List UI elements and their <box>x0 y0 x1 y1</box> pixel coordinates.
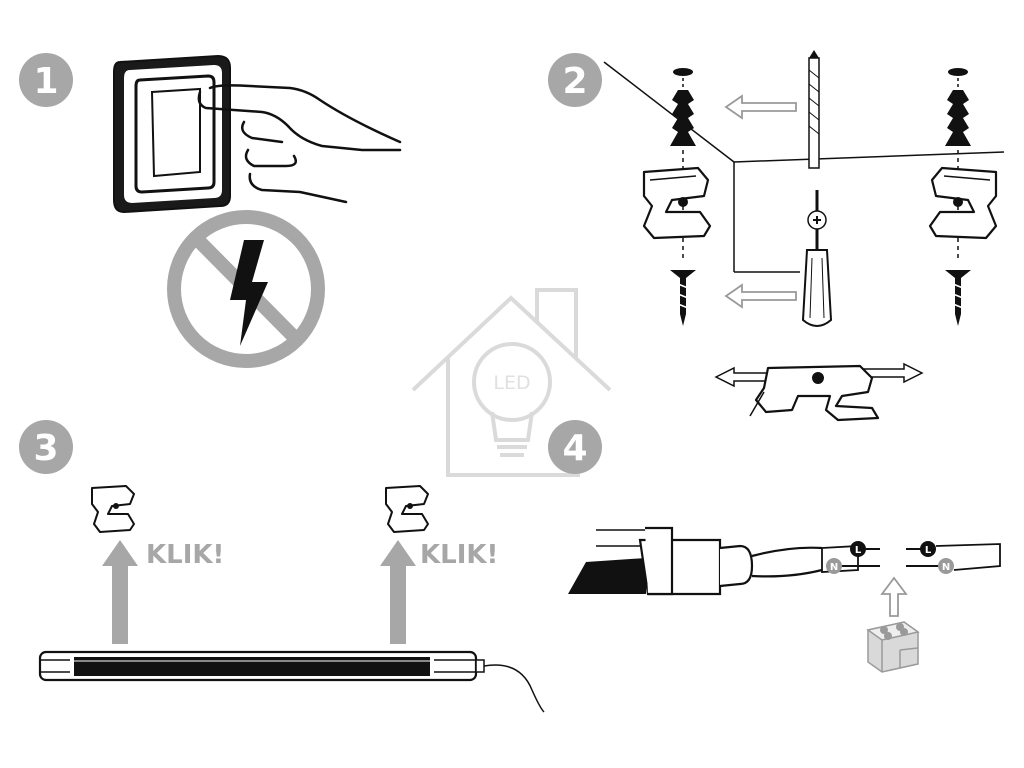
no-power-icon <box>167 210 325 368</box>
right-connector-l-label: L <box>925 545 932 556</box>
led-tube-light-icon <box>38 650 545 713</box>
step3-right-clip-icon <box>385 485 429 533</box>
step-3-badge: 3 <box>19 420 73 474</box>
left-mounting-clip-icon <box>642 166 712 240</box>
arrow-up-to-connection <box>880 576 908 617</box>
step-2-badge: 2 <box>548 53 602 107</box>
step-1-badge: 1 <box>19 53 73 107</box>
arrow-left-drill <box>724 94 797 120</box>
klik-right-label: KLIK! <box>420 540 498 570</box>
left-connector-l-label: L <box>855 545 862 556</box>
left-wire-connector: L N <box>821 541 880 574</box>
klik-left-label: KLIK! <box>146 540 224 570</box>
step-4-badge: 4 <box>548 420 602 474</box>
right-connector-n-label: N <box>942 562 950 573</box>
left-connector-n-label: N <box>830 562 838 573</box>
wall-corner-lines <box>603 61 1005 273</box>
led-house-watermark: LED <box>411 288 612 477</box>
step-1-number: 1 <box>33 61 58 102</box>
right-mounting-clip-icon <box>928 166 998 240</box>
step3-left-arrow-up <box>102 540 138 644</box>
right-screw-icon <box>945 270 971 326</box>
mounted-clip-with-arrows <box>714 362 924 422</box>
right-wall-plug-icon <box>945 68 971 146</box>
step-3-number: 3 <box>33 428 58 469</box>
watermark-led-text: LED <box>493 372 530 394</box>
left-wall-plug-icon <box>670 68 696 146</box>
power-cable-icon <box>568 526 823 596</box>
terminal-block-icon <box>866 621 920 673</box>
hand-pressing-icon <box>197 84 402 204</box>
screwdriver-icon <box>801 190 833 327</box>
drill-bit-icon <box>808 50 820 169</box>
arrow-left-screw <box>724 283 797 309</box>
wall-switch-illustration <box>113 54 231 214</box>
step3-right-arrow-up <box>380 540 416 644</box>
step-4-number: 4 <box>562 428 587 469</box>
left-screw-icon <box>670 270 696 326</box>
step-2-number: 2 <box>562 61 587 102</box>
right-wire-connector: L N <box>906 541 1001 574</box>
step3-left-clip-icon <box>91 485 135 533</box>
